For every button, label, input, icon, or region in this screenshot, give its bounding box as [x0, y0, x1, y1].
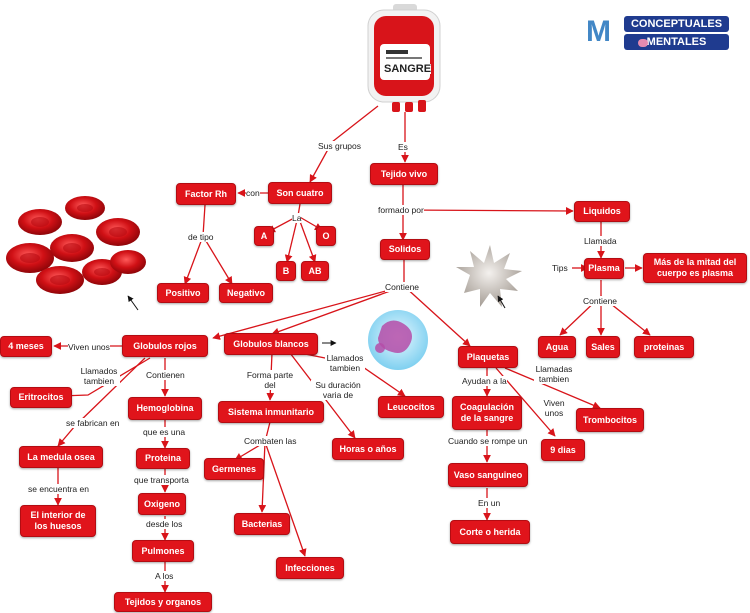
node-plasma[interactable]: Plasma [584, 258, 624, 279]
node-germenes[interactable]: Germenes [204, 458, 264, 480]
node-proteinas[interactable]: proteinas [634, 336, 694, 358]
link-que-transporta: que transporta [134, 475, 189, 485]
node-solidos[interactable]: Solidos [380, 239, 430, 260]
node-tejido-vivo[interactable]: Tejido vivo [370, 163, 438, 185]
node-vaso-sanguineo[interactable]: Vaso sanguineo [448, 463, 528, 487]
link-la: La [292, 213, 302, 223]
logo-m-letter: M [586, 15, 611, 48]
link-contiene-plasma: Contiene [583, 296, 618, 306]
node-ab[interactable]: AB [301, 261, 329, 281]
link-de-tipo: de tipo [188, 232, 214, 242]
link-desde-los: desde los [146, 519, 183, 529]
node-b[interactable]: B [276, 261, 296, 281]
red-blood-cells-illustration [6, 196, 146, 294]
link-sus-grupos: Sus grupos [318, 141, 361, 151]
link-llamada: Llamada [584, 236, 617, 246]
node-bacterias[interactable]: Bacterias [234, 513, 290, 535]
node-agua[interactable]: Agua [538, 336, 576, 358]
link-a-los: A los [155, 571, 174, 581]
logo-line1: CONCEPTUALES [624, 16, 729, 32]
node-negativo[interactable]: Negativo [219, 283, 273, 303]
node-corte-herida[interactable]: Corte o herida [450, 520, 530, 544]
link-que-es-una: que es una [143, 427, 186, 437]
node-sistema-inmunitario[interactable]: Sistema inmunitario [218, 401, 324, 423]
link-llamados-tambien-rojos: Llamados tambien [78, 366, 120, 386]
node-tejidos-organos[interactable]: Tejidos y organos [114, 592, 212, 612]
node-infecciones[interactable]: Infecciones [276, 557, 344, 579]
link-combaten-las: Combaten las [244, 436, 297, 446]
node-globulos-blancos[interactable]: Globulos blancos [224, 333, 318, 355]
node-a[interactable]: A [254, 226, 274, 246]
link-se-encuentra-en: se encuentra en [28, 484, 89, 494]
white-blood-cell-illustration [368, 310, 428, 370]
node-mitad-cuerpo[interactable]: Más de la mitad del cuerpo es plasma [643, 253, 747, 283]
node-plaquetas[interactable]: Plaquetas [458, 346, 518, 368]
link-llamadas-tambien: Llamadas tambien [534, 364, 574, 384]
node-medula-osea[interactable]: La medula osea [19, 446, 103, 468]
node-proteina[interactable]: Proteina [136, 448, 190, 469]
node-sales[interactable]: Sales [586, 336, 620, 358]
node-pulmones[interactable]: Pulmones [132, 540, 194, 562]
node-9-dias[interactable]: 9 dias [541, 439, 585, 461]
logo-line2: MENTALES [624, 34, 729, 50]
link-viven-unos-plaquetas: Viven unos [540, 398, 568, 418]
link-contienen: Contienen [146, 370, 185, 380]
node-eritrocitos[interactable]: Eritrocitos [10, 387, 72, 408]
node-son-cuatro[interactable]: Son cuatro [268, 182, 332, 204]
link-viven-unos: Viven unos [68, 342, 110, 352]
conceptuales-mentales-logo: M CONCEPTUALES MENTALES [586, 15, 731, 51]
link-es: Es [398, 142, 408, 152]
brain-icon [638, 39, 648, 47]
node-4-meses[interactable]: 4 meses [0, 336, 52, 357]
link-contiene-solidos: Contiene [385, 282, 420, 292]
node-positivo[interactable]: Positivo [157, 283, 209, 303]
link-tips: Tips [552, 263, 568, 273]
node-oxigeno[interactable]: Oxigeno [138, 493, 186, 515]
link-en-un: En un [478, 498, 501, 508]
blood-bag-illustration [367, 4, 441, 112]
node-trombocitos[interactable]: Trombocitos [576, 408, 644, 432]
node-interior-huesos[interactable]: El interior de los huesos [20, 505, 96, 537]
node-horas-anos[interactable]: Horas o años [332, 438, 404, 460]
node-o[interactable]: O [316, 226, 336, 246]
node-coagulacion[interactable]: Coagulación de la sangre [452, 396, 522, 430]
node-globulos-rojos[interactable]: Globulos rojos [122, 335, 208, 357]
node-factor-rh[interactable]: Factor Rh [176, 183, 236, 205]
link-ayudan-a-la: Ayudan a la [462, 376, 507, 386]
link-formado-por: formado por [378, 205, 424, 215]
link-forma-parte-del: Forma parte del [244, 370, 296, 390]
node-liquidos[interactable]: Liquidos [574, 201, 630, 222]
node-hemoglobina[interactable]: Hemoglobina [128, 397, 202, 420]
node-leucocitos[interactable]: Leucocitos [378, 396, 444, 418]
link-su-duracion: Su duración varia de [311, 380, 365, 400]
platelet-illustration [456, 245, 522, 307]
link-llamados-tambien-blancos: Llamados tambien [325, 353, 365, 373]
link-se-fabrican-en: se fabrican en [66, 418, 120, 428]
link-con: con [246, 188, 260, 198]
link-cuando-se-rompe: Cuando se rompe un [448, 436, 528, 446]
bag-label: SANGRE [384, 63, 432, 75]
